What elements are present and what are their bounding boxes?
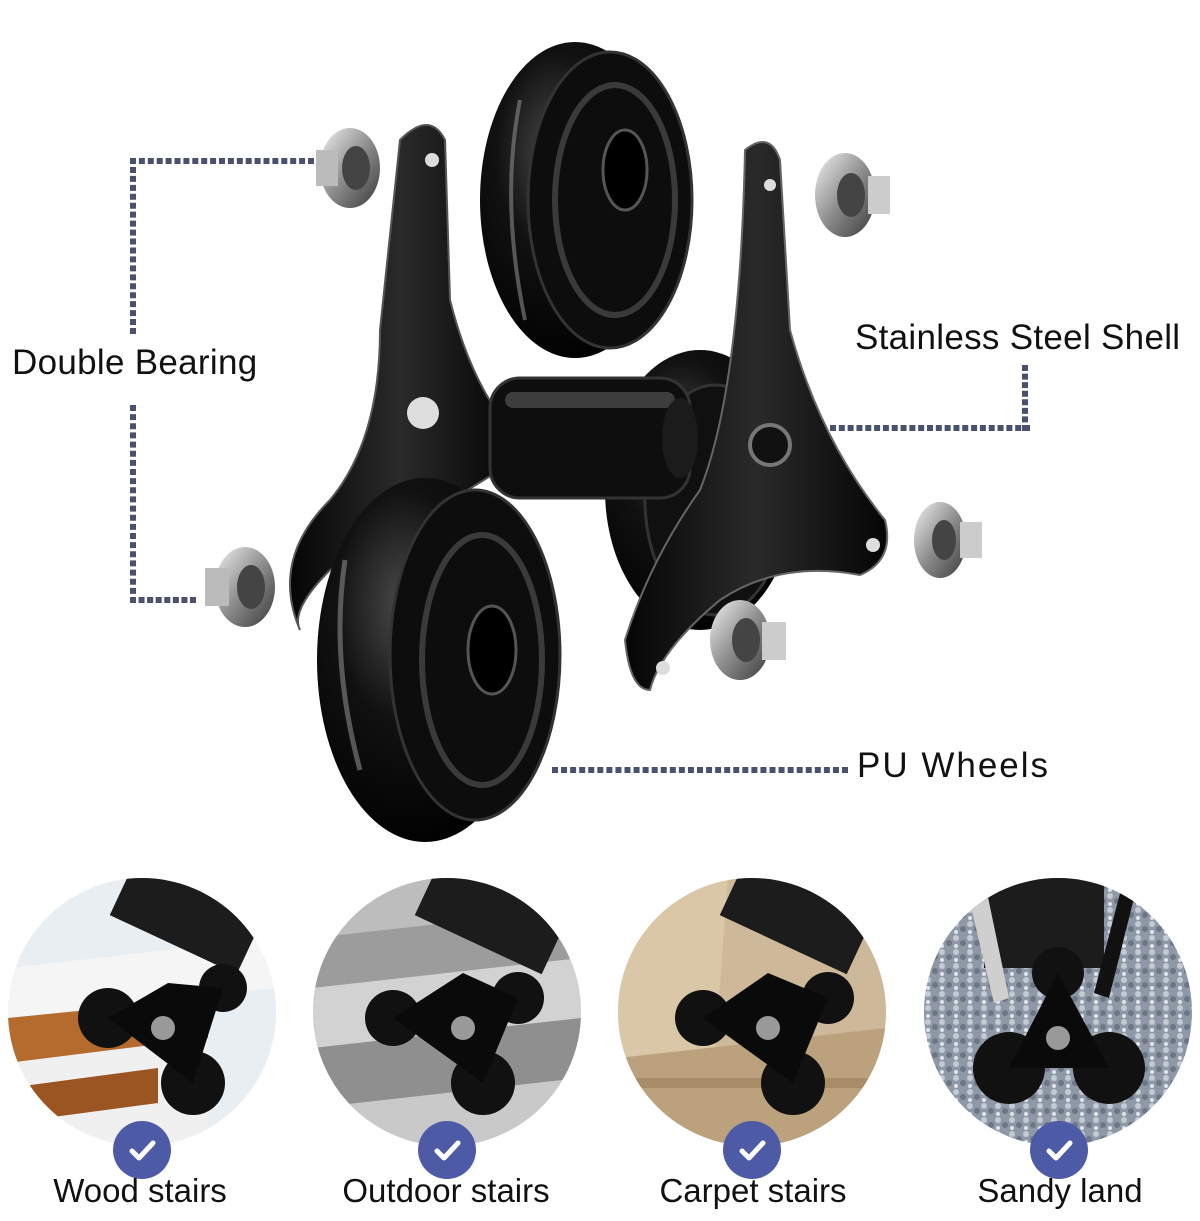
left-steel-shell-plate bbox=[289, 124, 512, 631]
shell-leader-horizontal bbox=[830, 425, 1030, 431]
check-badge-wood-stairs bbox=[113, 1121, 171, 1179]
scenario-label-wood-stairs: Wood stairs bbox=[53, 1172, 227, 1209]
check-icon bbox=[739, 1140, 766, 1161]
stair-climbing-wheel-icon bbox=[675, 972, 854, 1115]
top-pu-wheel bbox=[480, 42, 694, 358]
check-icon bbox=[1046, 1140, 1073, 1161]
scenario-label-sandy-land: Sandy land bbox=[977, 1172, 1143, 1209]
check-icon bbox=[129, 1140, 156, 1161]
check-icon bbox=[434, 1140, 461, 1161]
check-badge-outdoor-stairs bbox=[418, 1121, 476, 1179]
scenario-label-carpet-stairs: Carpet stairs bbox=[659, 1172, 847, 1209]
right-steel-shell-plate bbox=[623, 141, 889, 692]
scenario-label-outdoor-stairs: Outdoor stairs bbox=[342, 1172, 550, 1209]
stair-climbing-wheel-icon bbox=[78, 964, 247, 1115]
exploded-wheel-assembly-illustration bbox=[205, 42, 982, 842]
pu-wheels-label: PU Wheels bbox=[857, 746, 1051, 785]
shell-leader-vertical bbox=[1022, 365, 1028, 431]
bearing-mid-right bbox=[914, 502, 982, 578]
double-bearing-leader-bottom bbox=[130, 597, 196, 603]
stainless-steel-shell-label: Stainless Steel Shell bbox=[855, 318, 1181, 357]
bearing-bottom-left bbox=[205, 547, 275, 627]
bearing-top-right bbox=[815, 153, 890, 237]
front-pu-wheel bbox=[317, 478, 562, 842]
double-bearing-leader-top bbox=[130, 158, 314, 164]
pu-wheels-leader bbox=[552, 767, 848, 773]
scenario-photo-sandy-land bbox=[924, 878, 1192, 1146]
check-badge-carpet-stairs bbox=[723, 1121, 781, 1179]
scenario-photo-wood-stairs bbox=[8, 878, 276, 1146]
double-bearing-leader-vertical-bottom bbox=[130, 405, 136, 603]
stair-climbing-wheel-icon bbox=[365, 972, 544, 1115]
central-axle-hub bbox=[488, 376, 698, 500]
scenario-photo-outdoor-stairs bbox=[313, 878, 581, 1146]
double-bearing-leader-vertical-top bbox=[130, 158, 136, 334]
stair-climbing-wheel-icon bbox=[973, 947, 1145, 1104]
scenario-photo-carpet-stairs bbox=[618, 878, 886, 1146]
check-badge-sandy-land bbox=[1030, 1121, 1088, 1179]
bearing-top-left bbox=[316, 128, 380, 208]
bearing-lower-right bbox=[710, 600, 786, 680]
double-bearing-label: Double Bearing bbox=[12, 343, 258, 382]
